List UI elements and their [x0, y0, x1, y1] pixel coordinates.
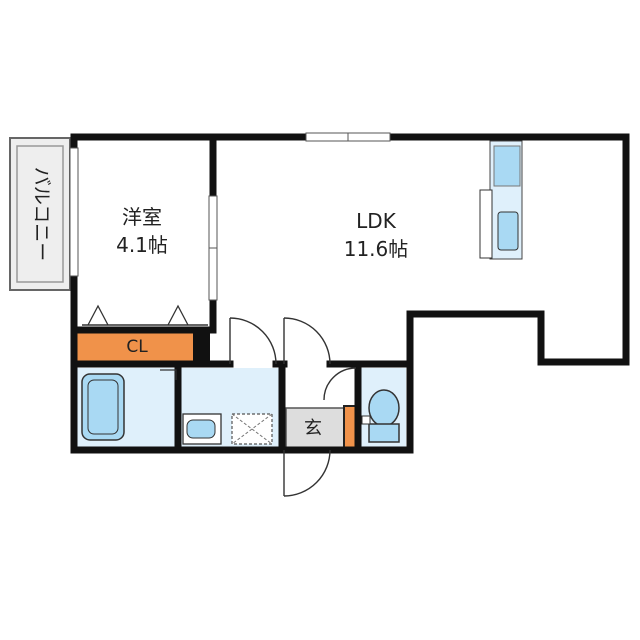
- shoe-cabinet: [343, 405, 357, 449]
- entrance-label: 玄: [304, 418, 322, 439]
- entrance: 玄: [285, 405, 357, 449]
- windows: [69, 132, 391, 301]
- wet-area-fills: [74, 140, 523, 448]
- closet-label: CL: [126, 337, 148, 357]
- ldk-room: LDK 11.6帖: [344, 209, 409, 261]
- western-room-size: 4.1帖: [116, 233, 168, 257]
- ldk-room-name: LDK: [356, 209, 397, 233]
- ldk-room-size: 11.6帖: [344, 237, 409, 261]
- closet: CL: [77, 304, 210, 362]
- western-room: 洋室 4.1帖: [116, 205, 168, 257]
- balcony-label: バルコニー: [31, 167, 53, 262]
- kitchen-sink: [479, 145, 521, 259]
- balcony-window: [69, 147, 79, 277]
- washroom-fixtures: [182, 413, 273, 445]
- balcony: バルコニー: [9, 137, 71, 291]
- toilet: [361, 389, 400, 443]
- bathtub: [81, 369, 177, 441]
- western-room-name: 洋室: [122, 205, 162, 229]
- door-swings: [229, 317, 357, 497]
